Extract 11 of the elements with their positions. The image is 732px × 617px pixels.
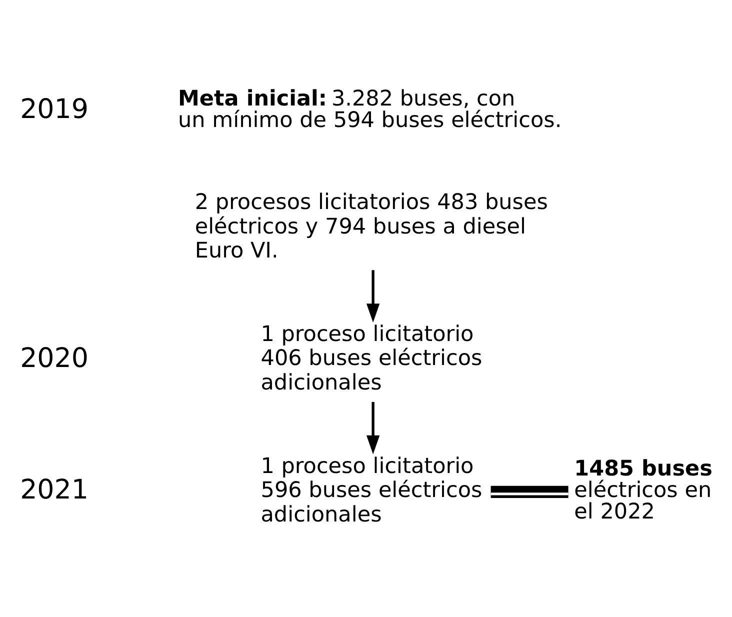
connector: [490, 485, 568, 498]
label: 2020: [20, 342, 89, 374]
node-text: 1 proceso licitatorio 596 buses eléctricos adicionales: [260, 453, 482, 527]
arrow: [366, 270, 380, 322]
arrow: [366, 401, 380, 454]
node-text: 2 procesos licitatorios 483 buses eléctricos y 794 buses a diesel Euro VI.: [194, 190, 548, 264]
node-text: 1 proceso licitatorio 406 buses eléctricos adicionales: [260, 322, 482, 395]
label: 2019: [20, 94, 89, 125]
node-text: Meta inicial: 3.282 buses, con un mínimo de 594 buses eléctricos.: [178, 86, 562, 133]
label: 2021: [20, 474, 89, 506]
node-text: 1485 buses eléctricos en el 2022: [574, 456, 712, 524]
